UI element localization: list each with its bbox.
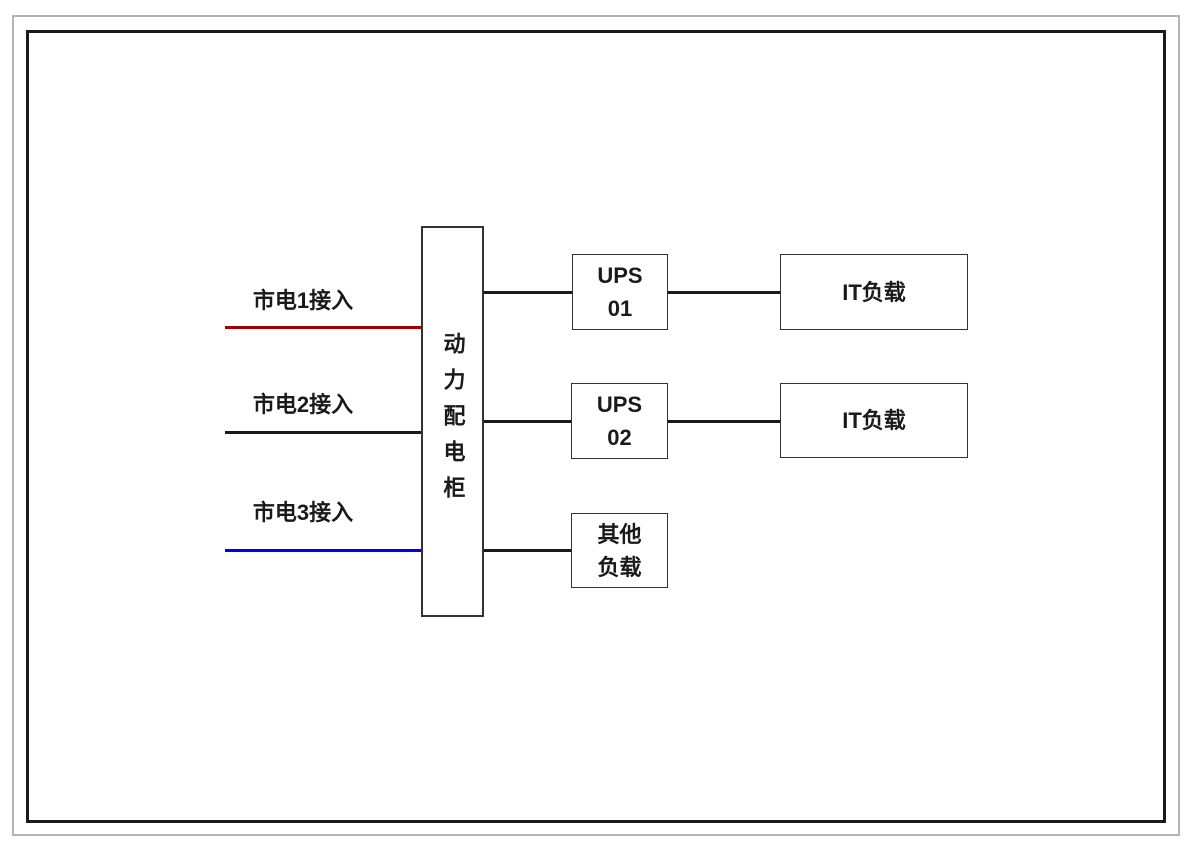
mains-1-label: 市电1接入 <box>252 288 354 313</box>
ups-02-name: UPS <box>596 392 643 417</box>
power-distribution-cabinet-label: 动力配电柜 <box>440 331 466 512</box>
ups2-to-it-load-line <box>668 420 780 423</box>
it-load-1-label: IT负载 <box>842 279 906 305</box>
mains-3-label: 市电3接入 <box>252 500 354 525</box>
mains-2-feed-line <box>225 431 421 434</box>
ups-01-box: UPS 01 <box>572 254 668 330</box>
power-distribution-cabinet-box: 动力配电柜 <box>421 226 484 617</box>
ups-01-number: 01 <box>607 296 633 321</box>
it-load-2-label: IT负载 <box>842 408 906 433</box>
cabinet-to-ups2-line <box>484 420 572 423</box>
other-load-box: 其他 负载 <box>571 513 668 588</box>
mains-1-feed-line <box>225 326 421 329</box>
cabinet-to-other-load-line <box>484 549 572 552</box>
mains-3-feed-line <box>225 549 421 552</box>
other-load-label-line1: 其他 <box>597 521 642 547</box>
mains-2-label: 市电2接入 <box>252 392 354 417</box>
cabinet-to-ups1-line <box>484 291 572 294</box>
it-load-2-box: IT负载 <box>780 383 968 458</box>
ups-02-number: 02 <box>607 425 632 450</box>
other-load-label-line2: 负载 <box>597 554 642 580</box>
it-load-1-box: IT负载 <box>780 254 968 330</box>
ups1-to-it-load-line <box>668 291 780 294</box>
page-outer-frame <box>12 15 1180 836</box>
ups-02-box: UPS 02 <box>571 383 668 459</box>
ups-01-name: UPS <box>597 263 643 288</box>
page-inner-frame <box>26 30 1166 823</box>
